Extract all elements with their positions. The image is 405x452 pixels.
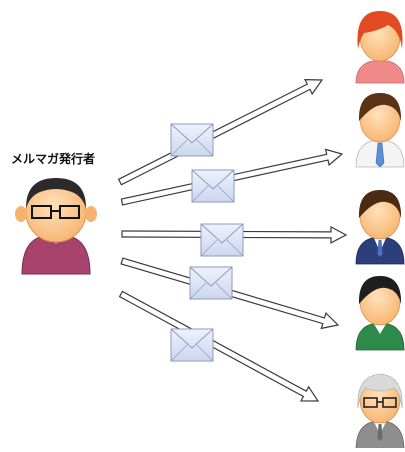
elderly-man-glasses-icon (355, 373, 405, 451)
envelope-icon (200, 223, 244, 257)
envelopes-group (170, 123, 244, 362)
man-blue-suit-icon (355, 190, 405, 265)
man-white-shirt-tie-icon (355, 93, 405, 168)
envelope-icon (170, 123, 214, 157)
send-arrow (117, 78, 324, 186)
envelope-icon (189, 266, 233, 300)
woman-red-hair-icon (355, 11, 405, 84)
man-green-shirt-icon (355, 276, 405, 351)
send-arrow (118, 290, 320, 402)
envelope-icon (191, 169, 235, 203)
sender-label: メルマガ発行者 (11, 152, 96, 166)
sender-with-glasses-icon (15, 178, 97, 275)
envelope-icon (170, 328, 214, 362)
